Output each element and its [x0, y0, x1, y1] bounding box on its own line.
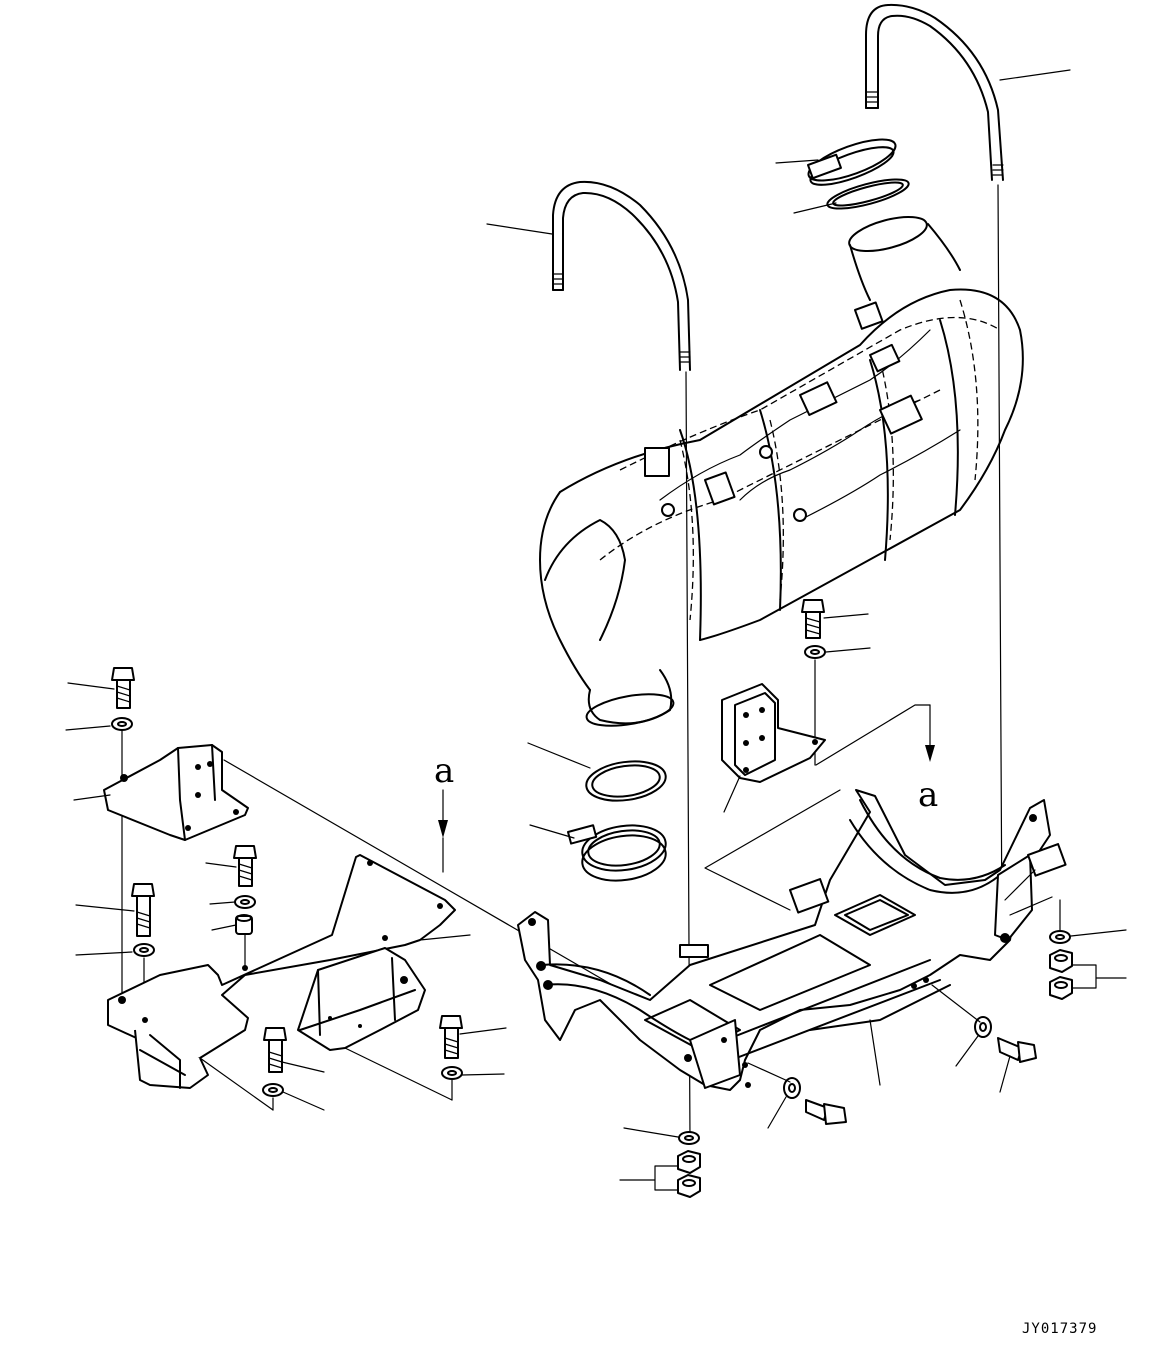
bolt-left-bottom [263, 1027, 287, 1073]
leader-line [825, 647, 871, 653]
view-arrow-right [815, 704, 935, 766]
washer-right-top [1049, 930, 1071, 944]
washer-upper-right [804, 645, 826, 659]
leader-line [775, 159, 819, 164]
leader-line [767, 1096, 787, 1129]
washer-left-mid [234, 895, 256, 909]
leader-line [723, 775, 741, 813]
exhaust-muffler-cylinder [539, 215, 1024, 727]
leader-line [281, 1061, 325, 1073]
view-label-left: a [434, 751, 454, 791]
washer-left-bottom [262, 1083, 284, 1097]
washer-left-long [133, 943, 155, 957]
leader-line [527, 742, 591, 769]
washer-center-left [441, 1066, 463, 1080]
bolt-center-lower [805, 1099, 847, 1125]
leader-line [529, 824, 575, 839]
alignment-line [199, 1057, 274, 1111]
leader-line [65, 725, 111, 731]
leader-line [209, 901, 236, 905]
bolt-upper-right [801, 599, 825, 639]
leader-line [75, 951, 133, 956]
clamp-top [806, 138, 897, 186]
leader-line [999, 69, 1071, 81]
leader-line [205, 862, 237, 868]
alignment-line [1009, 896, 1053, 916]
gasket-bottom [585, 760, 667, 802]
bolt-center-left [439, 1015, 463, 1059]
drawing-code: JY017379 [1022, 1321, 1097, 1337]
leader-line [793, 202, 837, 214]
leader-line [419, 934, 471, 941]
clamp-bottom [567, 824, 667, 882]
washer-center-right [974, 1016, 992, 1038]
leader-line [486, 223, 553, 235]
leader-line [1070, 929, 1127, 937]
spacer-left [235, 914, 253, 935]
leader-line [73, 794, 111, 801]
bolt-center-right [997, 1037, 1037, 1063]
leader-line [461, 1073, 505, 1076]
alignment-line [344, 1047, 453, 1101]
view-label-right: a [918, 775, 938, 815]
leader-line [282, 1091, 325, 1111]
alignment-line [931, 984, 981, 1023]
bolt-left-mid [233, 845, 257, 887]
leader-line [623, 1127, 679, 1138]
u-bolt-right [865, 3, 1004, 181]
leader-line [75, 904, 135, 912]
mounting-bracket-left [103, 744, 249, 841]
leader-line [619, 1165, 679, 1191]
nut-right-2 [1049, 976, 1073, 1000]
alignment-line [997, 184, 1003, 936]
alignment-line [1004, 869, 1036, 901]
nut-bottom-1 [677, 1150, 701, 1174]
washer-left-top [111, 717, 133, 731]
bolt-left-top [111, 667, 135, 709]
base-plate-left [107, 854, 456, 1089]
u-bolt-middle [552, 180, 691, 371]
mounting-bracket-right [721, 683, 826, 783]
leader-line [869, 1019, 881, 1086]
main-support-frame [517, 789, 1067, 1091]
leader-line [67, 682, 115, 690]
leader-line [459, 1027, 507, 1035]
nut-bottom-2 [677, 1174, 701, 1198]
alignment-line [704, 789, 841, 911]
alignment-line [747, 1062, 791, 1083]
washer-bottom [678, 1131, 700, 1145]
leader-line [823, 613, 869, 619]
washer-center-lower [783, 1077, 801, 1099]
leader-line [211, 924, 237, 931]
nut-right-1 [1049, 949, 1073, 973]
leader-line [955, 1035, 979, 1067]
bolt-left-long [131, 883, 155, 937]
leader-line [1071, 964, 1127, 989]
view-arrow-left [438, 789, 448, 873]
leader-line [999, 1055, 1011, 1093]
